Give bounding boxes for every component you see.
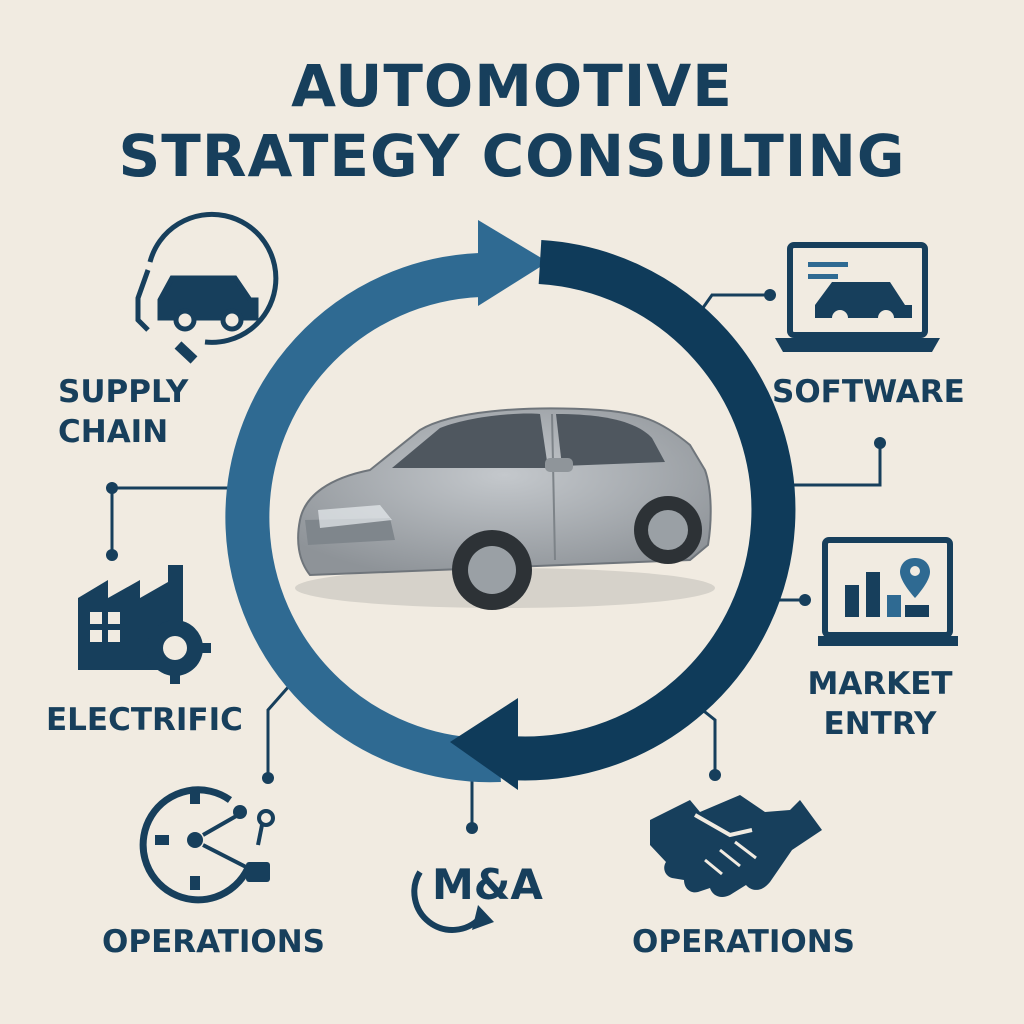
label-operations-right: OPERATIONS [632, 924, 856, 960]
factory-gear-icon [78, 565, 211, 684]
monitor-chart-location-icon [818, 537, 958, 646]
label-entry: ENTRY [823, 706, 937, 742]
label-operations-left: OPERATIONS [102, 924, 326, 960]
circular-arrow-icon [411, 870, 494, 933]
laptop-car-icon [775, 242, 940, 352]
label-m-and-a: M&A [432, 860, 543, 909]
label-market: MARKET [807, 666, 953, 702]
label-supply: SUPPLY [58, 374, 189, 410]
arrow-dark [508, 240, 796, 781]
connector-dots [106, 289, 886, 834]
connector-ops-left [266, 684, 292, 778]
connector-software [698, 293, 770, 313]
sedan-car-icon [295, 407, 715, 610]
label-supply-chain: SUPPLY CHAIN [58, 372, 188, 452]
car-charging-icon [135, 211, 279, 364]
gear-network-icon [139, 786, 275, 904]
arrow-light-head [478, 220, 548, 306]
handshake-icon [650, 795, 822, 898]
connector-supply [110, 486, 242, 555]
arrow-light [225, 253, 501, 783]
cycle-arrows [225, 220, 796, 790]
label-chain: CHAIN [58, 414, 169, 450]
arrow-dark-head [450, 698, 518, 790]
page-title-line1: AUTOMOTIVE [291, 52, 733, 120]
label-market-entry: MARKET ENTRY [800, 664, 960, 744]
connector-software-2 [775, 443, 882, 487]
page-title-line2: STRATEGY CONSULTING [118, 122, 906, 190]
label-software: SOFTWARE [772, 374, 965, 410]
label-electrific: ELECTRIFIC [46, 702, 243, 738]
